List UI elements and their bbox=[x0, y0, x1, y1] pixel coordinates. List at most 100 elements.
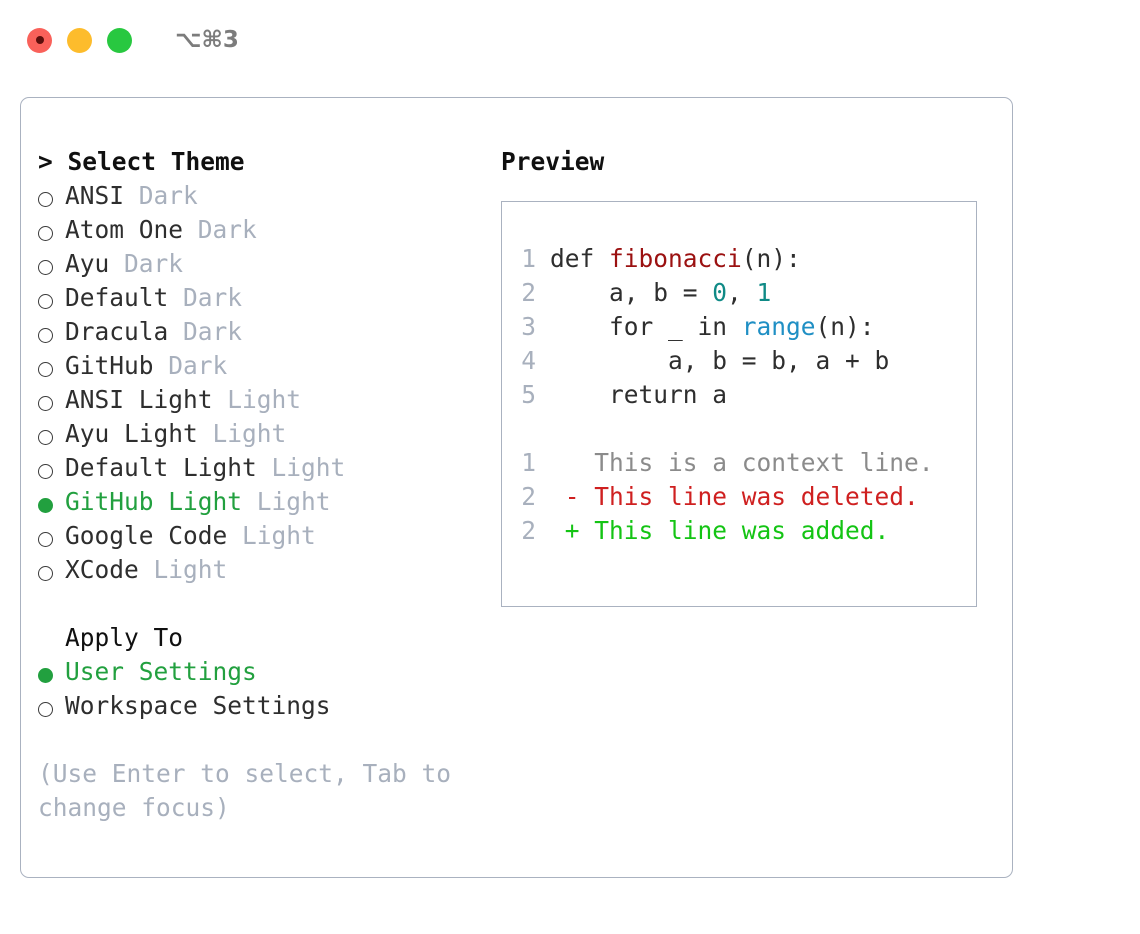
theme-item-7[interactable]: Ayu Light Light bbox=[38, 417, 478, 451]
theme-category: Light bbox=[212, 385, 302, 414]
theme-category: Dark bbox=[168, 317, 243, 346]
theme-category: Dark bbox=[124, 181, 198, 210]
radio-shape bbox=[38, 668, 53, 683]
hint-gap bbox=[38, 723, 478, 757]
line-number: 3 bbox=[521, 312, 536, 341]
token-num: 0 bbox=[712, 278, 728, 307]
theme-label: Default bbox=[65, 283, 169, 312]
apply-to-label: User Settings bbox=[65, 657, 257, 686]
radio-empty-icon[interactable] bbox=[38, 325, 65, 343]
radio-empty-icon[interactable] bbox=[38, 359, 65, 377]
theme-category: Light bbox=[242, 487, 331, 516]
keyboard-shortcut-label: ⌥⌘3 bbox=[175, 27, 239, 53]
theme-item-8[interactable]: Default Light Light bbox=[38, 451, 478, 485]
theme-item-11[interactable]: XCode Light bbox=[38, 553, 478, 587]
radio-empty-icon[interactable] bbox=[38, 427, 65, 445]
theme-category: Light bbox=[256, 453, 346, 482]
close-button[interactable] bbox=[27, 27, 52, 53]
theme-item-1[interactable]: Atom One Dark bbox=[38, 213, 478, 247]
theme-label: Dracula bbox=[65, 317, 169, 346]
radio-empty-icon[interactable] bbox=[38, 461, 65, 479]
theme-label: Default Light bbox=[65, 453, 257, 482]
line-number: 1 bbox=[521, 448, 536, 477]
apply-to-item-0[interactable]: User Settings bbox=[38, 655, 478, 689]
radio-shape bbox=[38, 464, 53, 479]
radio-empty-icon[interactable] bbox=[38, 563, 65, 581]
radio-empty-icon[interactable] bbox=[38, 223, 65, 241]
code-content: for _ in range(n): bbox=[550, 310, 875, 344]
radio-empty-icon[interactable] bbox=[38, 529, 65, 547]
token-ctx: This is a context line. bbox=[550, 448, 934, 477]
radio-shape bbox=[38, 430, 53, 445]
radio-empty-icon[interactable] bbox=[38, 699, 65, 717]
code-line-3: 4 a, b = b, a + b bbox=[520, 344, 968, 378]
radio-shape bbox=[38, 192, 53, 207]
minimize-button[interactable] bbox=[67, 27, 92, 53]
apply-to-label: Workspace Settings bbox=[65, 691, 331, 720]
theme-label: ANSI Light bbox=[65, 385, 213, 414]
line-number: 5 bbox=[521, 380, 536, 409]
token-add: + This line was added. bbox=[550, 516, 890, 545]
theme-label: Atom One bbox=[65, 215, 184, 244]
diff-content: + This line was added. bbox=[550, 514, 890, 548]
theme-label: GitHub Light bbox=[65, 487, 243, 516]
theme-item-9[interactable]: GitHub Light Light bbox=[38, 485, 478, 519]
token-fn: fibonacci bbox=[609, 244, 742, 273]
theme-label: GitHub bbox=[65, 351, 154, 380]
token-plain: (n): bbox=[741, 244, 801, 273]
theme-category: Dark bbox=[153, 351, 228, 380]
theme-item-10[interactable]: Google Code Light bbox=[38, 519, 478, 553]
theme-label: Ayu Light bbox=[65, 419, 198, 448]
code-line-4: 5 return a bbox=[520, 378, 968, 412]
theme-item-0[interactable]: ANSI Dark bbox=[38, 179, 478, 213]
theme-category: Light bbox=[197, 419, 287, 448]
keyboard-hint-text: (Use Enter to select, Tab to change focu… bbox=[38, 759, 466, 822]
diff-line-1: 2 - This line was deleted. bbox=[520, 480, 968, 514]
list-gap bbox=[38, 587, 478, 621]
radio-shape bbox=[38, 260, 53, 275]
code-content: a, b = 0, 1 bbox=[550, 276, 771, 310]
token-del: - This line was deleted. bbox=[550, 482, 919, 511]
radio-empty-icon[interactable] bbox=[38, 393, 65, 411]
theme-label: ANSI bbox=[65, 181, 125, 210]
theme-item-6[interactable]: ANSI Light Light bbox=[38, 383, 478, 417]
select-theme-header: > Select Theme bbox=[38, 147, 245, 176]
diff-content: - This line was deleted. bbox=[550, 480, 919, 514]
token-plain: a, b = bbox=[550, 278, 713, 307]
token-plain: for _ in bbox=[550, 312, 742, 341]
radio-empty-icon[interactable] bbox=[38, 291, 65, 309]
radio-selected-icon[interactable] bbox=[38, 665, 65, 683]
theme-item-4[interactable]: Dracula Dark bbox=[38, 315, 478, 349]
theme-category: Dark bbox=[168, 283, 243, 312]
radio-shape bbox=[38, 702, 53, 717]
apply-to-item-1[interactable]: Workspace Settings bbox=[38, 689, 478, 723]
theme-label: XCode bbox=[65, 555, 139, 584]
radio-shape bbox=[38, 566, 53, 581]
token-plain: a, b = b, a + b bbox=[550, 346, 890, 375]
diff-line-0: 1 This is a context line. bbox=[520, 446, 968, 480]
theme-label: Google Code bbox=[65, 521, 228, 550]
code-content: return a bbox=[550, 378, 727, 412]
preview-header: Preview bbox=[501, 147, 605, 176]
line-number: 2 bbox=[521, 516, 536, 545]
window-controls bbox=[27, 27, 132, 53]
radio-empty-icon[interactable] bbox=[38, 257, 65, 275]
radio-selected-icon[interactable] bbox=[38, 495, 65, 513]
radio-shape bbox=[38, 396, 53, 411]
theme-item-3[interactable]: Default Dark bbox=[38, 281, 478, 315]
theme-item-5[interactable]: GitHub Dark bbox=[38, 349, 478, 383]
theme-item-2[interactable]: Ayu Dark bbox=[38, 247, 478, 281]
radio-shape bbox=[38, 328, 53, 343]
radio-empty-icon[interactable] bbox=[38, 189, 65, 207]
line-number: 1 bbox=[521, 244, 536, 273]
diff-block: 1 This is a context line.2 - This line w… bbox=[520, 446, 968, 548]
maximize-button[interactable] bbox=[107, 27, 132, 53]
